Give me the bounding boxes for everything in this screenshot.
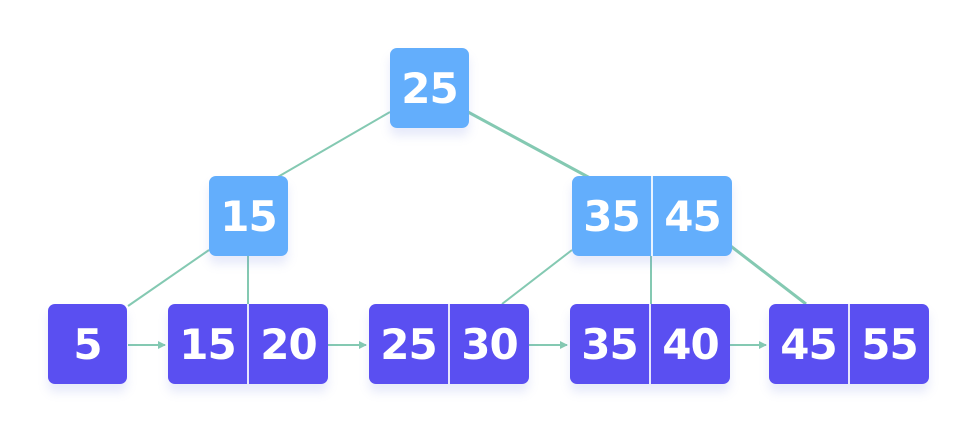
leaf-key: 25 <box>380 319 437 369</box>
leaf-key: 40 <box>649 304 730 384</box>
edge-root-to-15 <box>275 111 391 179</box>
internal-key: 35 <box>583 191 640 241</box>
leaf-key: 5 <box>73 319 102 369</box>
root-node: 25 <box>390 48 469 128</box>
leaf-key: 35 <box>581 319 638 369</box>
leaf-node-5: 45 55 <box>769 304 929 384</box>
leaf-key: 15 <box>179 319 236 369</box>
leaf-key: 55 <box>848 304 929 384</box>
edge-35-45-to-leaf-45-55 <box>727 242 807 306</box>
internal-key: 15 <box>220 191 277 241</box>
internal-node-15: 15 <box>209 176 288 256</box>
leaf-key: 20 <box>247 304 328 384</box>
edge-root-to-35-45 <box>467 110 591 180</box>
leaf-key: 30 <box>448 304 529 384</box>
leaf-node-4: 35 40 <box>570 304 730 384</box>
edge-35-45-to-leaf-25-30 <box>501 249 573 305</box>
leaf-node-3: 25 30 <box>369 304 529 384</box>
internal-key: 45 <box>651 176 732 256</box>
leaf-node-1: 5 <box>48 304 127 384</box>
root-key: 25 <box>401 63 458 113</box>
internal-node-35-45: 35 45 <box>572 176 732 256</box>
edge-15-to-leaf-5 <box>127 249 210 307</box>
leaf-key: 45 <box>780 319 837 369</box>
leaf-node-2: 15 20 <box>168 304 328 384</box>
